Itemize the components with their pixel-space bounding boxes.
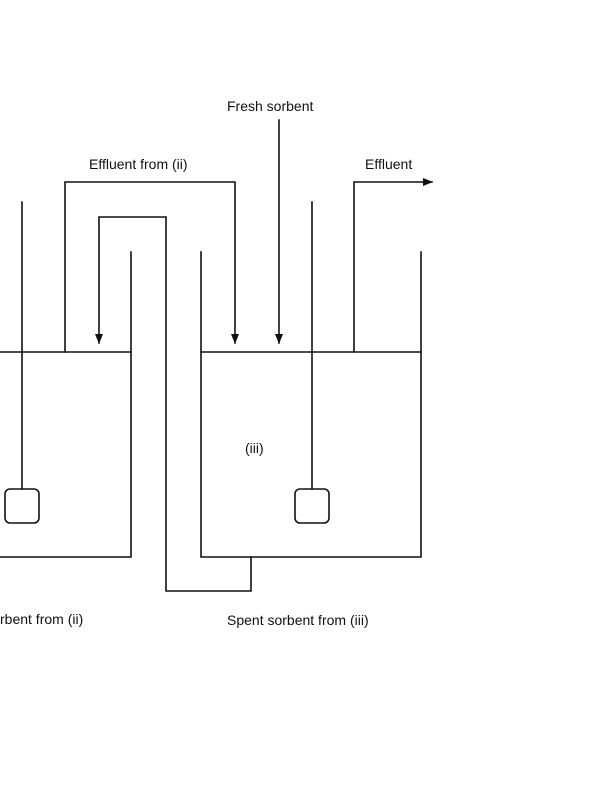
spent-sorbent-from-iii-label: Spent sorbent from (iii)	[227, 612, 369, 628]
tank-iii-wall	[200, 251, 422, 558]
tank-ii-wall	[0, 251, 132, 558]
effluent-from-ii-label: Effluent from (ii)	[89, 156, 188, 172]
tank-ii-impeller	[4, 488, 40, 524]
tank-iii-label: (iii)	[245, 440, 264, 456]
tank-ii	[0, 201, 132, 558]
tank-iii-impeller	[294, 488, 330, 524]
effluent-label: Effluent	[365, 156, 412, 172]
tank-iii	[200, 201, 422, 558]
spent-sorbent-from-iii-pipe	[95, 216, 252, 592]
effluent-from-ii-pipe	[64, 181, 239, 353]
effluent-outlet-pipe	[353, 178, 433, 353]
spent-sorbent-from-ii-label: rbent from (ii)	[0, 611, 83, 627]
fresh-sorbent-label: Fresh sorbent	[227, 98, 313, 114]
